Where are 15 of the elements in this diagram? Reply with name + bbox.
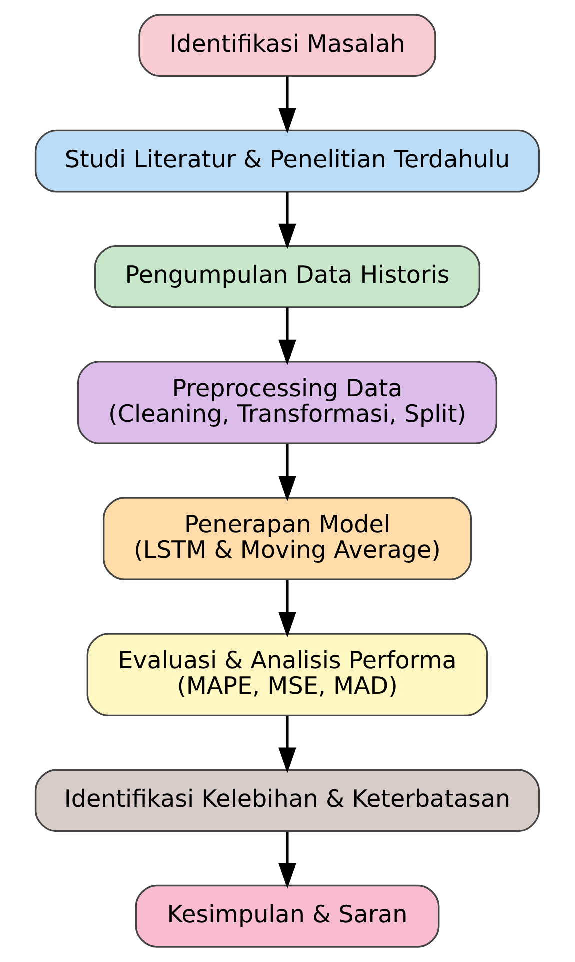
arrow <box>278 444 296 502</box>
node-box: Identifikasi Kelebihan & Keterbatasan <box>34 769 540 832</box>
node-box: Penerapan Model (LSTM & Moving Average) <box>102 497 472 580</box>
arrow <box>278 76 296 134</box>
node-box: Studi Literatur & Penelitian Terdahulu <box>34 130 540 193</box>
arrow <box>278 580 296 638</box>
node-box: Evaluasi & Analisis Performa (MAPE, MSE, MAD) <box>86 633 488 717</box>
node-box: Kesimpulan & Saran <box>135 884 440 948</box>
arrow <box>278 308 296 366</box>
node-box: Preprocessing Data (Cleaning, Transformasi, Split) <box>77 361 498 444</box>
arrow <box>278 716 296 774</box>
arrow <box>278 832 296 889</box>
node-box: Identifikasi Masalah <box>138 14 436 78</box>
node-box: Pengumpulan Data Historis <box>94 245 481 308</box>
arrow <box>278 192 296 250</box>
